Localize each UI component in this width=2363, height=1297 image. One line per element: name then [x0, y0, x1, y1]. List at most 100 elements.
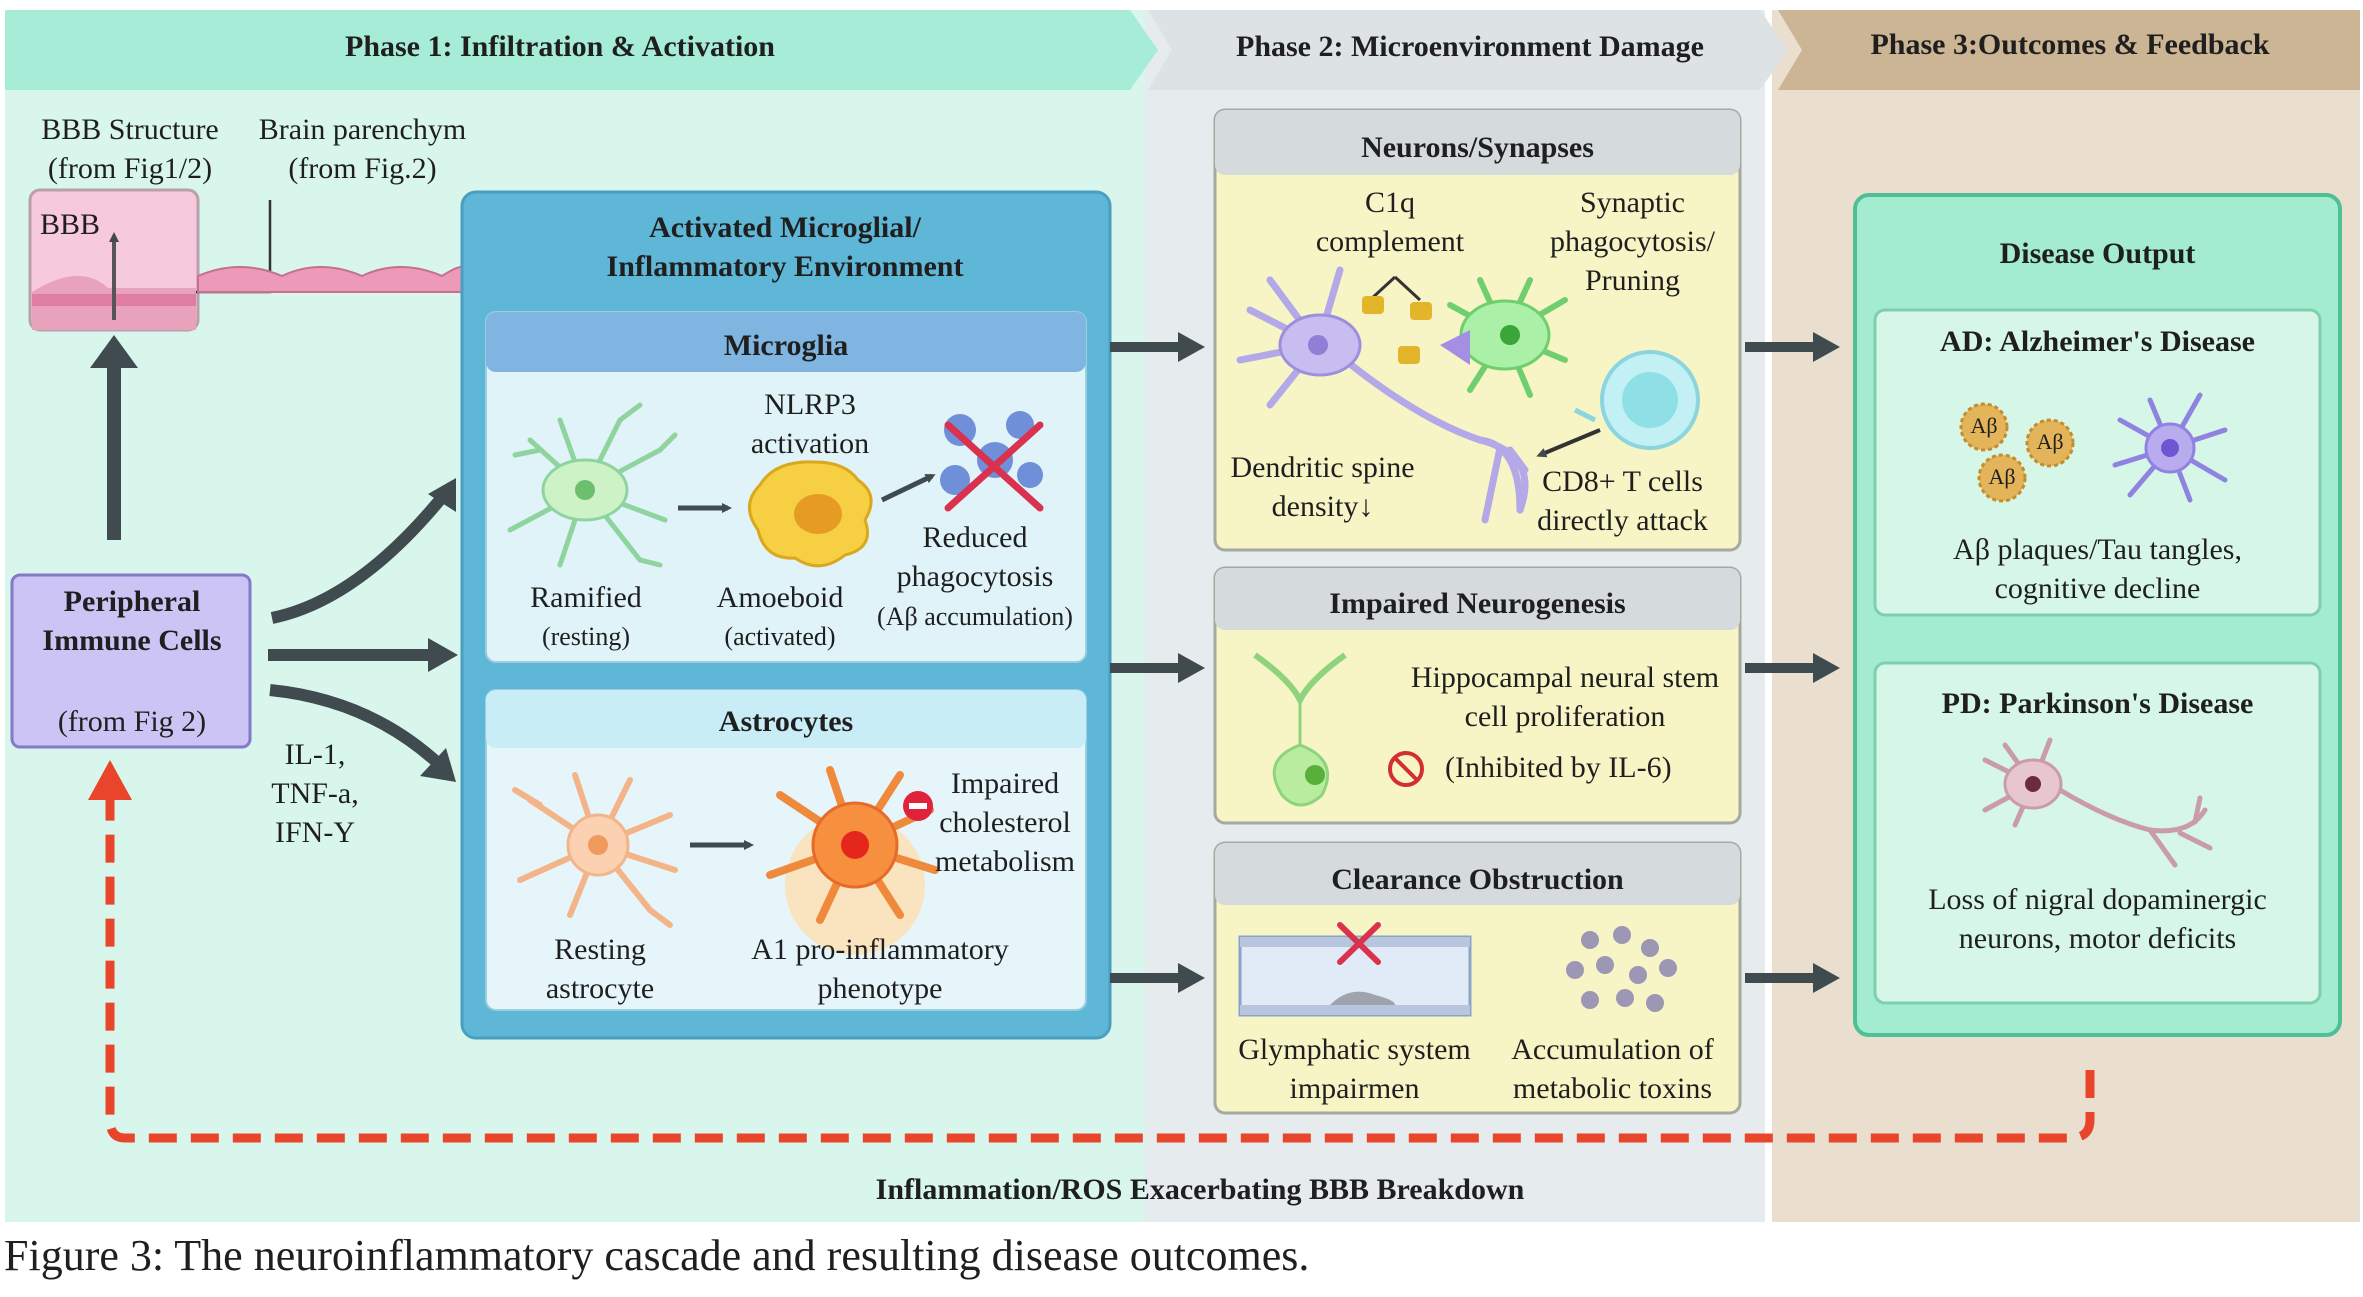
reduced-phagocytosis-label: Reduced phagocytosis [896, 521, 1054, 593]
parenchyma-strip [197, 266, 465, 293]
disease-output-title: Disease Output [1999, 237, 2196, 270]
c1q-fork-right [1393, 275, 1422, 302]
c1q-tag-3 [1398, 346, 1420, 364]
arrow-up-head [428, 478, 456, 512]
amoeboid-nucleus [794, 494, 842, 534]
astrocytes-header [486, 690, 1086, 748]
arrow-to-output-1-head [1813, 332, 1840, 362]
t-cell-attack-arrow [1536, 428, 1601, 458]
pd-panel [1873, 661, 2322, 1005]
glymphatic-label: Glymphatic system impairmen [1238, 1033, 1471, 1105]
reduced-phagocytosis-sub: (Aβ accumulation) [877, 602, 1073, 631]
astrocytes-title: Astrocytes [718, 705, 854, 738]
arrow-to-clearance-head [1178, 963, 1205, 993]
cross-icon [944, 421, 1044, 512]
dendritic-label: Dendritic spine density↓ [1230, 451, 1415, 523]
phase3-title: Phase 3:Outcomes & Feedback [1870, 28, 2270, 61]
cd8-label: CD8+ T cells directly attack [1537, 465, 1708, 537]
ramified-sub: (resting) [541, 622, 631, 651]
ad-title: AD: Alzheimer's Disease [1940, 325, 2255, 358]
arrow-mid-head [428, 638, 458, 672]
clearance-header [1215, 843, 1740, 905]
synapse-contact [1440, 330, 1470, 365]
toxin-particles-icon [1566, 926, 1677, 1012]
c1q-label: C1q complement [1315, 186, 1465, 258]
reduced-phagocytosis-icon [940, 411, 1043, 495]
figure-caption: Figure 3: The neuroinflammatory cascade … [4, 1231, 1310, 1280]
activated-env-title: Activated Microglial/ Inflammatory Envir… [606, 211, 964, 283]
ramified-nucleus [575, 480, 595, 500]
arrow-down-head [420, 748, 456, 782]
amyloid-plaque-icon-2 [2025, 418, 2075, 468]
arrow-to-output-3-head [1813, 963, 1840, 993]
ad-text: Aβ plaques/Tau tangles, cognitive declin… [1953, 533, 2242, 605]
phase3-banner [1778, 10, 2360, 90]
neuron-nucleus [1308, 335, 1328, 355]
c1q-tag-2 [1410, 302, 1432, 320]
t-cell-receptor [1573, 407, 1597, 423]
ab-badge-1: Aβ [1970, 413, 1998, 438]
amoeboid-sub: (activated) [724, 622, 836, 651]
resting-astrocyte-label: Resting astrocyte [545, 933, 655, 1005]
tau-neuron-nucleus [2161, 439, 2179, 457]
neurogenesis-title: Impaired Neurogenesis [1329, 587, 1626, 620]
peripheral-subtitle: (from Fig 2) [57, 705, 207, 738]
phase1-banner [5, 10, 1158, 90]
feedback-arrowhead [88, 760, 132, 800]
feedback-loop-arrow [105, 795, 2095, 1143]
arrow-to-neurogenesis-head [1178, 653, 1205, 683]
arrow-up-curve [270, 486, 453, 624]
nlrp3-label: NLRP3 activation [750, 388, 870, 460]
amoeboid-label: Amoeboid [716, 581, 844, 614]
bbb-box-label: BBB [40, 208, 101, 241]
cross-icon-vessel [1337, 922, 1381, 965]
microglia-title: Microglia [723, 329, 849, 362]
minus-icon-bar [909, 803, 927, 809]
neurons-title: Neurons/Synapses [1361, 131, 1594, 164]
upward-arrowhead [90, 335, 138, 368]
clearance-title: Clearance Obstruction [1331, 863, 1624, 896]
c1q-tag-1 [1362, 296, 1384, 314]
pd-title: PD: Parkinson's Disease [1941, 687, 2254, 720]
neurogenesis-header [1215, 568, 1740, 630]
ramified-label: Ramified [530, 581, 642, 614]
bbb-structure-label: BBB Structure (from Fig1/2) [41, 113, 219, 185]
inhibit-icon-slash [1393, 756, 1419, 782]
arrow-to-output-2-head [1813, 653, 1840, 683]
phase2-banner [1148, 10, 1788, 90]
feedback-label: Inflammation/ROS Exacerbating BBB Breakd… [875, 1173, 1525, 1206]
parenchyma-label: Brain parenchym (from Fig.2) [258, 113, 467, 185]
synaptic-label: Synaptic phagocytosis/ Pruning [1550, 186, 1715, 297]
stem-cell-nucleus [1305, 765, 1325, 785]
neurons-header [1215, 110, 1740, 175]
vessel-blockage [1330, 991, 1395, 1005]
inhibit-icon [1388, 751, 1424, 787]
green-microglia-nucleus [1500, 325, 1520, 345]
microglia-header [486, 312, 1086, 372]
peripheral-title: Peripheral Immune Cells [42, 585, 222, 657]
phase2-title: Phase 2: Microenvironment Damage [1236, 30, 1704, 63]
arrow-to-neurons-head [1178, 332, 1205, 362]
cytokines-label: IL-1, TNF-a, IFN-Y [271, 738, 359, 849]
neuron-icon [1236, 266, 1529, 524]
amyloid-plaque-icon-1 [1959, 402, 2009, 452]
pd-neuron-nucleus [2025, 776, 2041, 792]
ab-badge-2: Aβ [2036, 429, 2064, 454]
neurogenesis-text: Hippocampal neural stem cell proliferati… [1410, 661, 1720, 733]
peripheral-box [10, 573, 252, 749]
ab-badge-3: Aβ [1988, 464, 2016, 489]
vessel-bottom-wall [1240, 1005, 1470, 1015]
microglia-arrow-2 [880, 473, 936, 503]
phase1-title: Phase 1: Infiltration & Activation [345, 30, 775, 63]
a1-nucleus [841, 831, 869, 859]
amyloid-plaque-icon-3 [1977, 453, 2027, 503]
impaired-cholesterol-label: Impaired cholesterol metabolism [935, 767, 1075, 878]
toxins-label: Accumulation of metabolic toxins [1511, 1033, 1714, 1105]
resting-astrocyte-nucleus [588, 835, 608, 855]
arrow-down-curve [269, 684, 445, 770]
a1-phenotype-label: A1 pro-inflammatory phenotype [751, 933, 1009, 1005]
pd-text: Loss of nigral dopaminergic neurons, mot… [1928, 883, 2267, 955]
neurogenesis-inhibited: (Inhibited by IL-6) [1445, 751, 1672, 784]
ad-panel [1873, 308, 2322, 617]
